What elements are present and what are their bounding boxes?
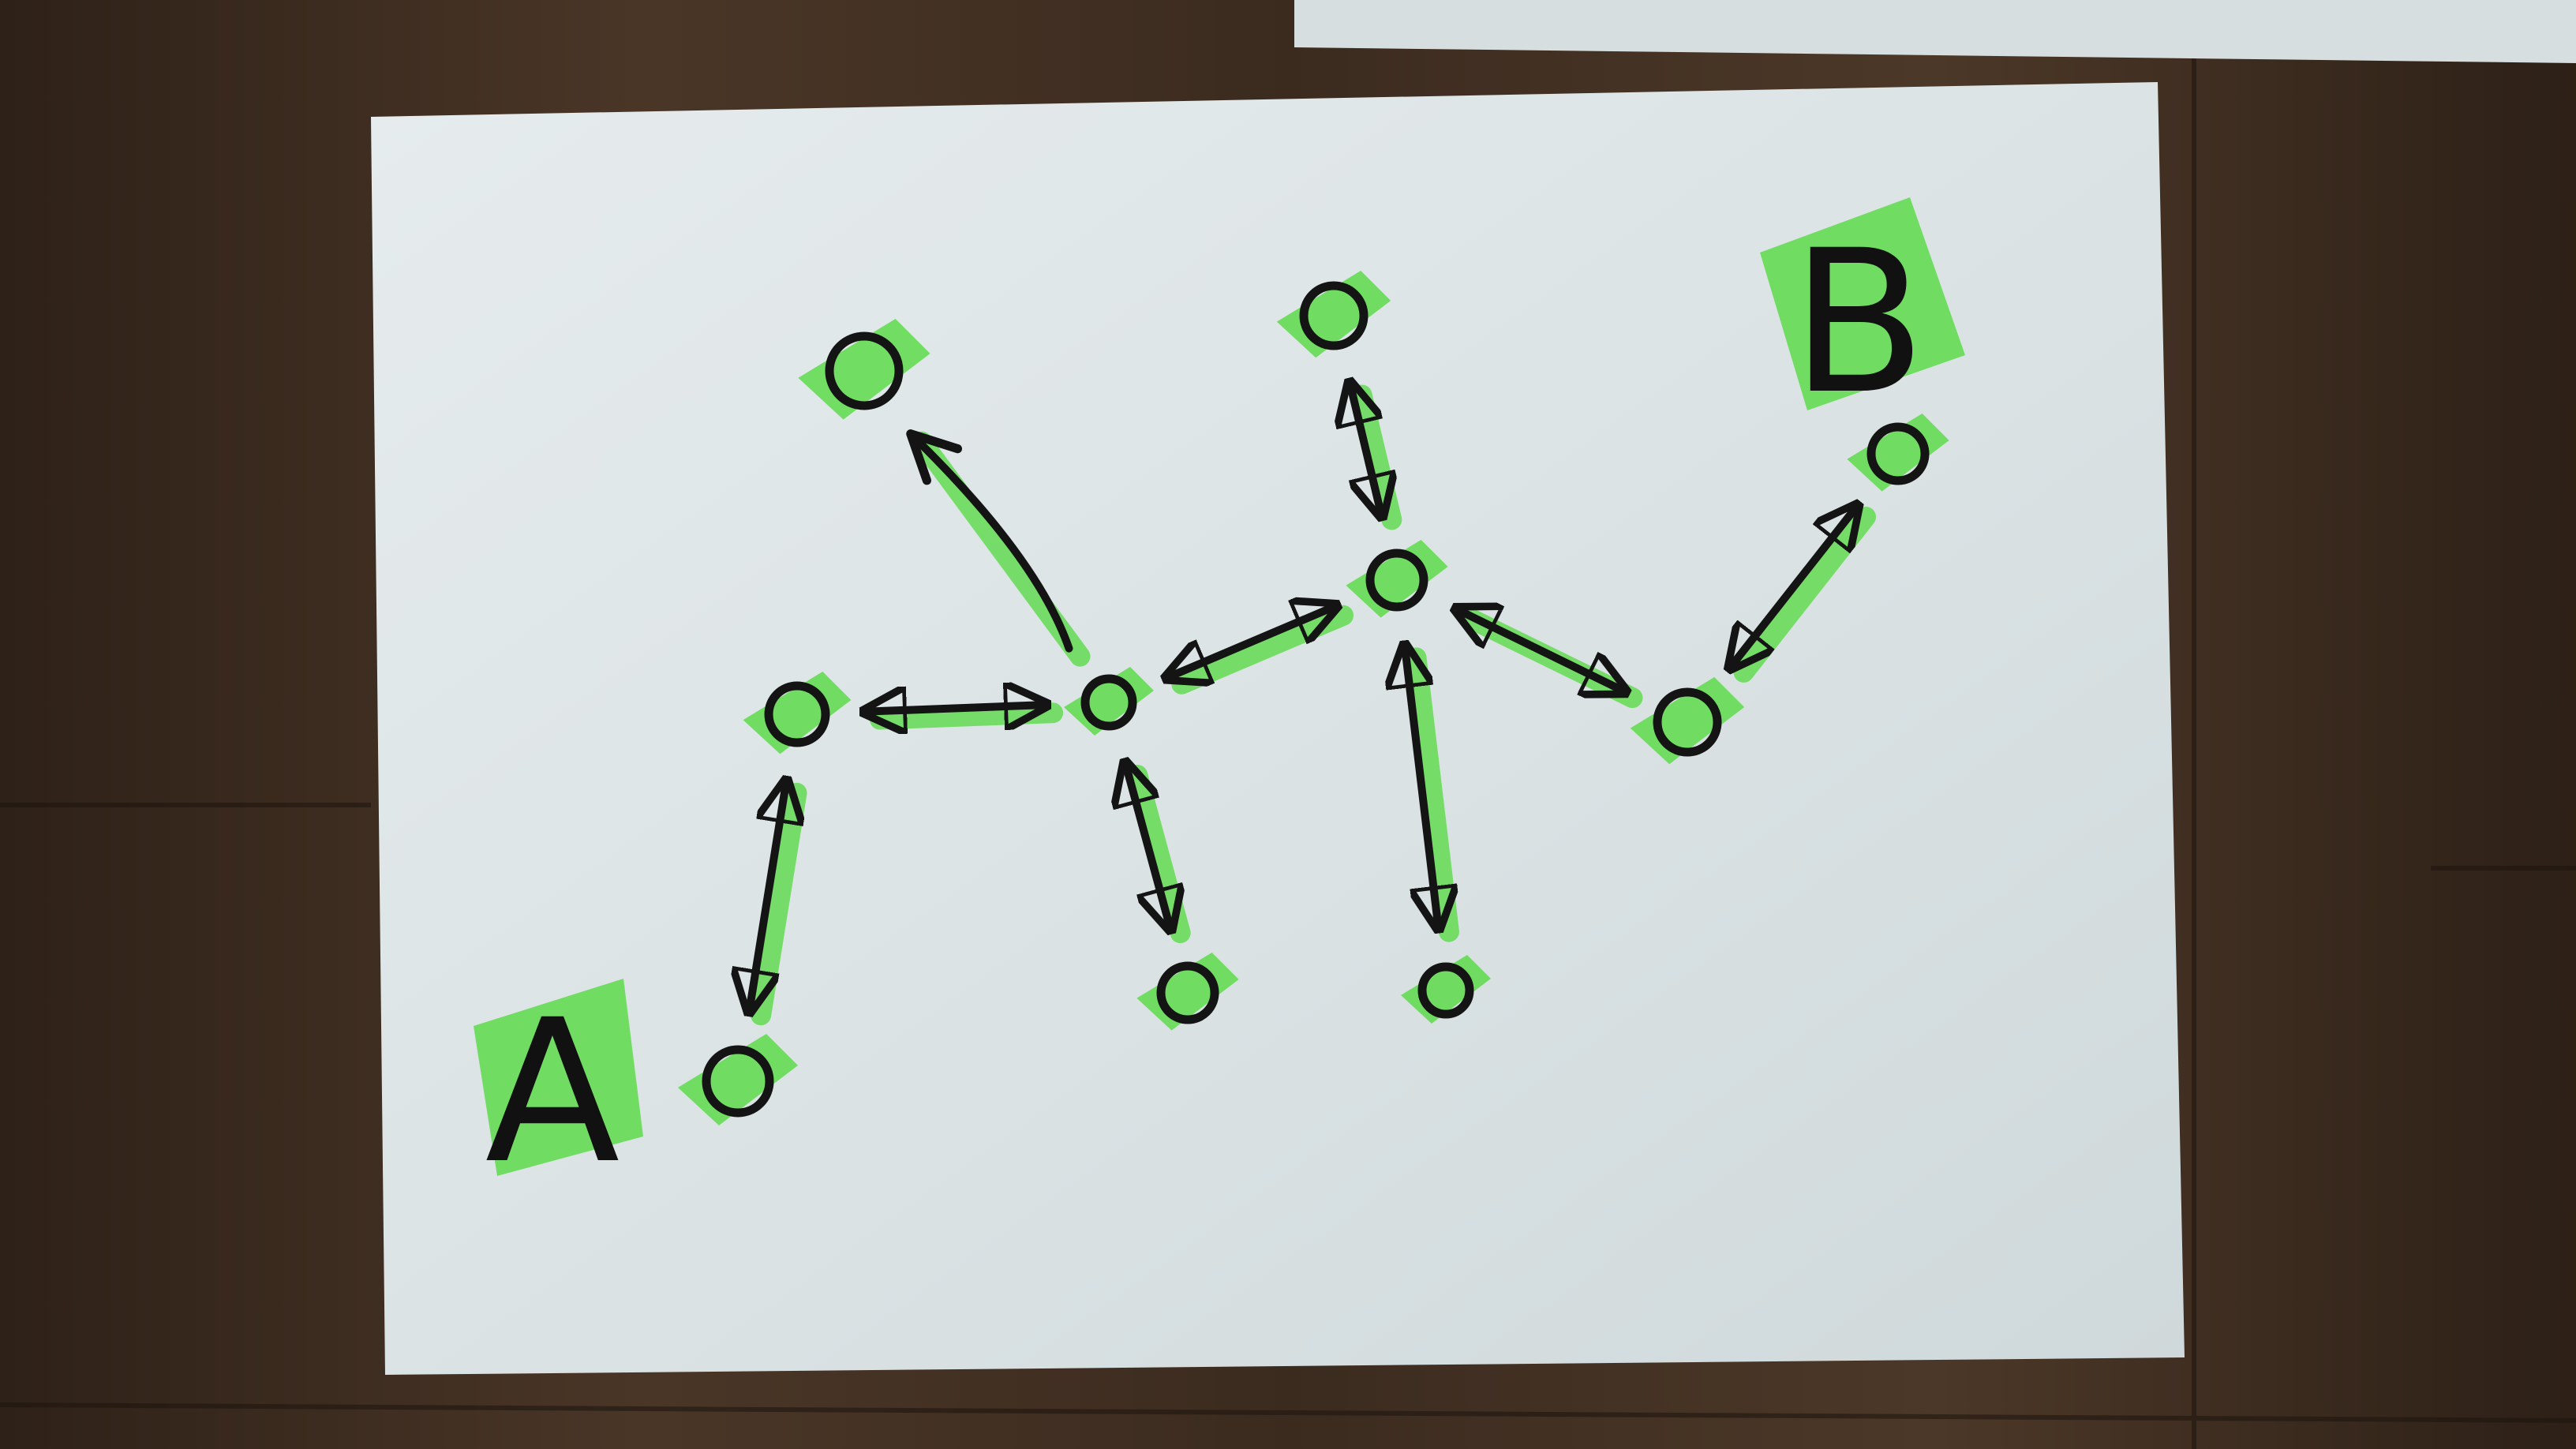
start-label-highlight — [474, 979, 643, 1176]
start-label: A — [485, 977, 620, 1207]
node-highlight — [1346, 540, 1448, 618]
graph-node — [1653, 687, 1722, 757]
edge-arrow — [1170, 608, 1332, 676]
node-layer — [702, 281, 1930, 1118]
node-highlight — [678, 1034, 798, 1125]
graph-node — [702, 1045, 774, 1118]
edge-arrow — [1732, 509, 1855, 665]
graph-node — [1080, 674, 1137, 731]
node-highlight — [743, 672, 852, 754]
edge-arrow — [1126, 767, 1169, 925]
graph-node — [1417, 962, 1474, 1019]
end-label-group: B — [1760, 197, 1965, 437]
graph-node — [1299, 281, 1368, 350]
paper-sheet — [371, 82, 2185, 1375]
edge-arrow — [1460, 611, 1622, 690]
edge-arrow — [1351, 387, 1381, 511]
node-highlight — [1276, 271, 1391, 358]
second-paper-sheet — [1294, 0, 2576, 63]
graph-node — [1365, 549, 1428, 612]
start-label-group: A — [474, 977, 643, 1207]
node-highlight — [1847, 414, 1949, 492]
edge-arrow — [1406, 650, 1438, 923]
node-highlight — [1630, 677, 1745, 765]
node-highlight — [798, 319, 930, 420]
edge-layer — [750, 387, 1855, 1007]
graph-node — [1156, 961, 1219, 1024]
graph-node — [1866, 422, 1930, 485]
node-highlight — [1136, 953, 1239, 1031]
edge-arrow — [869, 705, 1042, 711]
end-label: B — [1791, 208, 1926, 437]
edge-arrow — [906, 429, 1073, 653]
edge-arrow — [750, 785, 785, 1007]
end-label-highlight — [1760, 197, 1965, 410]
graph-node — [764, 681, 830, 747]
graph-node — [825, 331, 904, 410]
